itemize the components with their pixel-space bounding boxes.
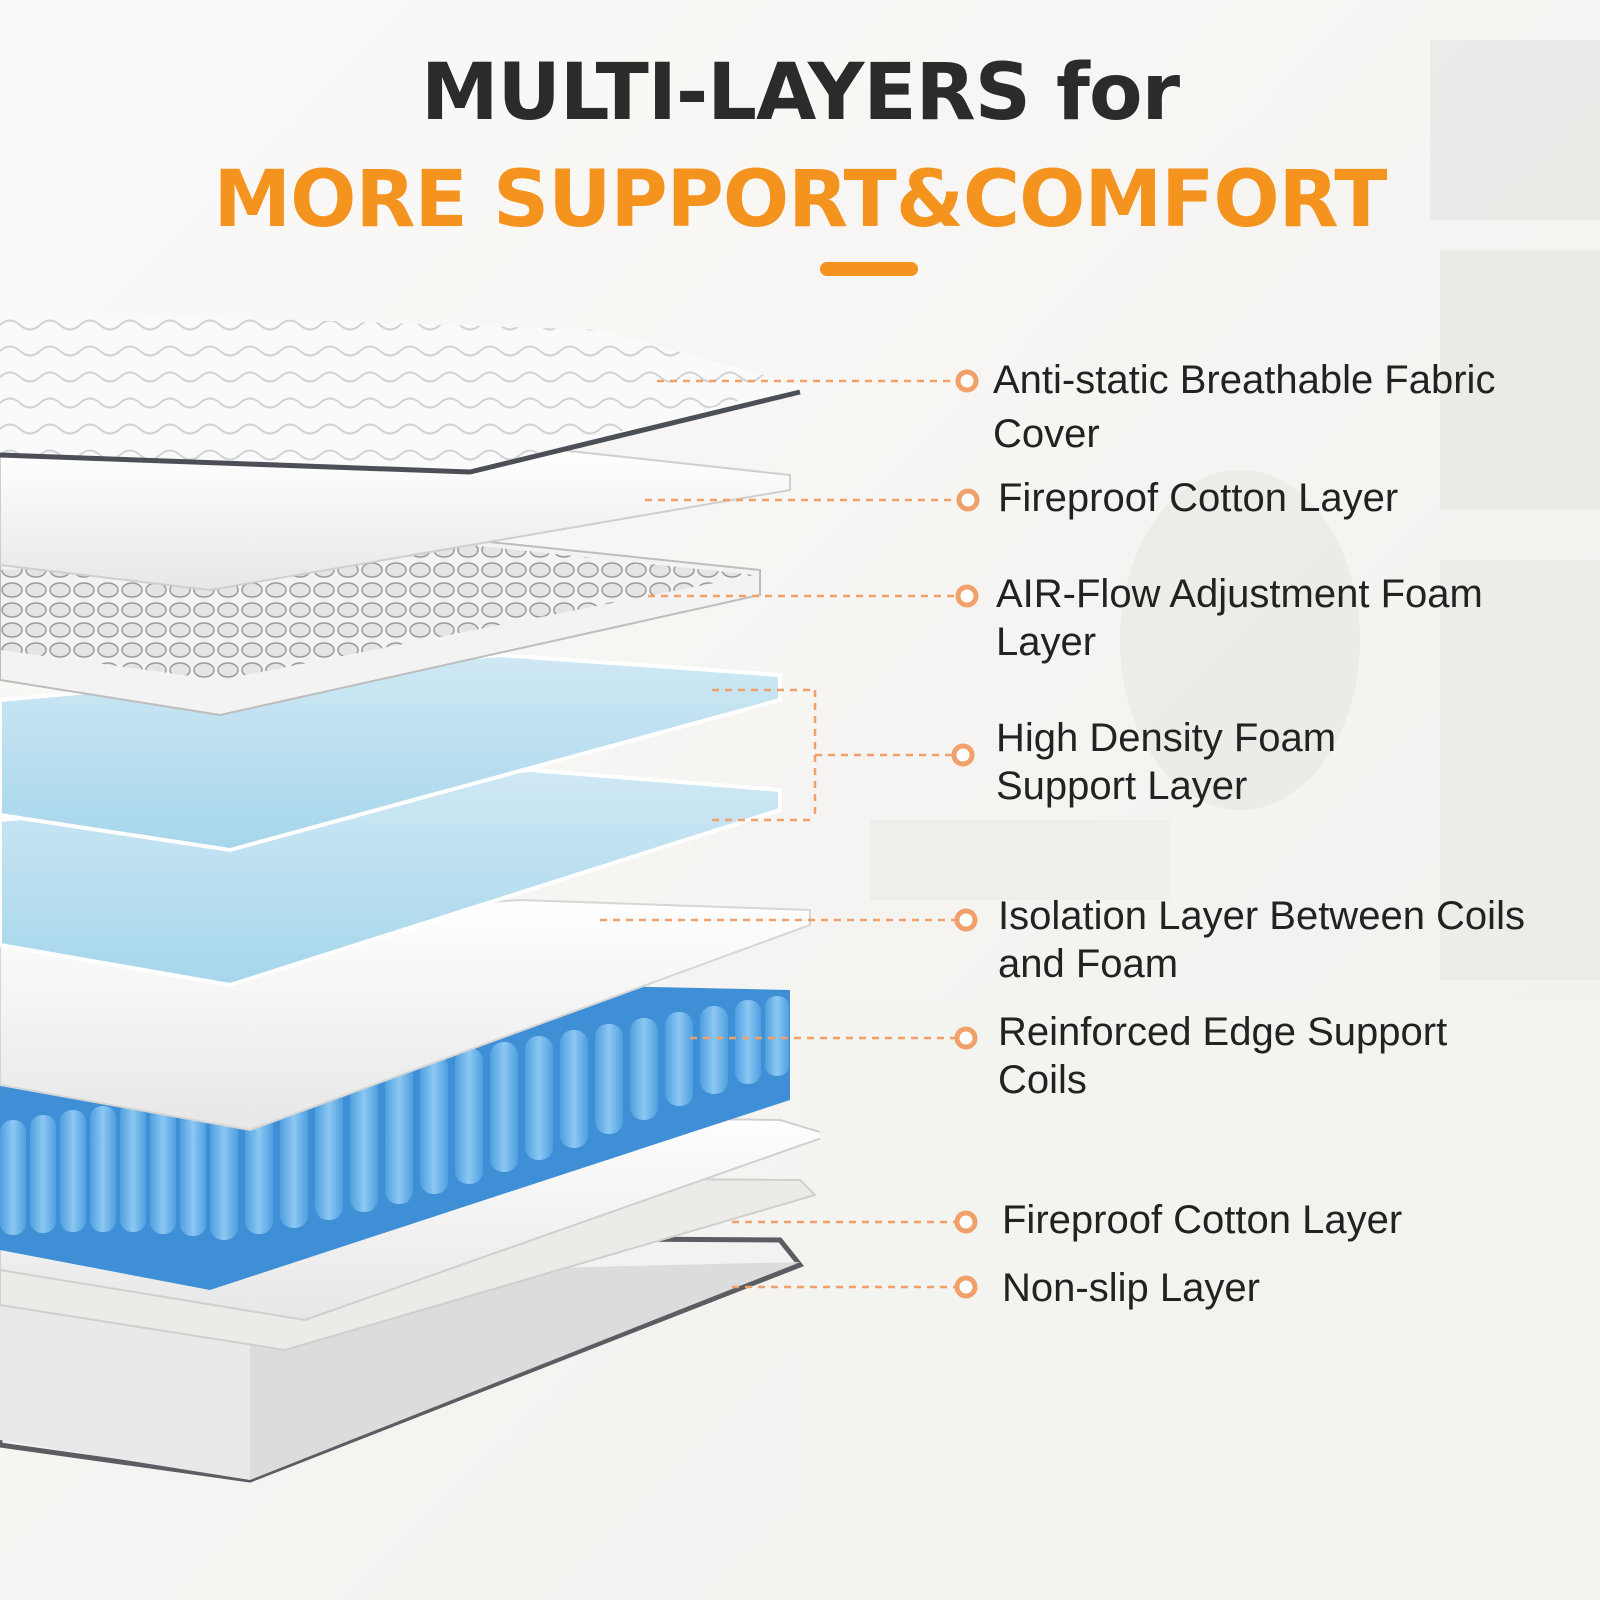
layer-fabric-cover: [0, 310, 801, 475]
label-non-slip: Non-slip Layer: [1002, 1264, 1260, 1312]
label-line: Reinforced Edge Support: [998, 1010, 1448, 1054]
label-line: Isolation Layer Between Coils: [998, 894, 1525, 938]
label-air-flow-foam: AIR-Flow Adjustment Foam Layer: [996, 570, 1483, 666]
label-high-density-foam: High Density Foam Support Layer: [996, 714, 1336, 810]
label-fireproof-cotton-bottom: Fireproof Cotton Layer: [1002, 1196, 1402, 1244]
mattress-layers-illustration: [0, 310, 820, 1483]
label-line: Non-slip Layer: [1002, 1266, 1260, 1310]
label-fireproof-cotton-top: Fireproof Cotton Layer: [998, 474, 1398, 522]
label-line: Coils: [998, 1058, 1087, 1102]
label-fabric-cover: Anti-static Breathable Fabric Cover: [993, 356, 1495, 458]
label-line: Fireproof Cotton Layer: [1002, 1198, 1403, 1242]
label-line: High Density Foam: [996, 716, 1337, 760]
label-line: Fireproof Cotton Layer: [998, 476, 1399, 520]
label-line: and Foam: [998, 942, 1179, 986]
title-underline: [820, 262, 918, 276]
headline-line-2: MORE SUPPORT&COMFORT: [213, 155, 1388, 245]
layer-edge-support-coils: [0, 985, 790, 1290]
label-line: Layer: [996, 620, 1097, 664]
label-line: AIR-Flow Adjustment Foam: [996, 572, 1483, 616]
label-line: Support Layer: [996, 764, 1248, 808]
label-edge-support-coils: Reinforced Edge Support Coils: [998, 1008, 1447, 1104]
label-line: Anti-static Breathable Fabric: [993, 358, 1496, 402]
headline-line-1: MULTI-LAYERS for: [420, 48, 1180, 138]
label-isolation-layer: Isolation Layer Between Coils and Foam: [998, 892, 1525, 988]
label-line: Cover: [993, 412, 1100, 456]
